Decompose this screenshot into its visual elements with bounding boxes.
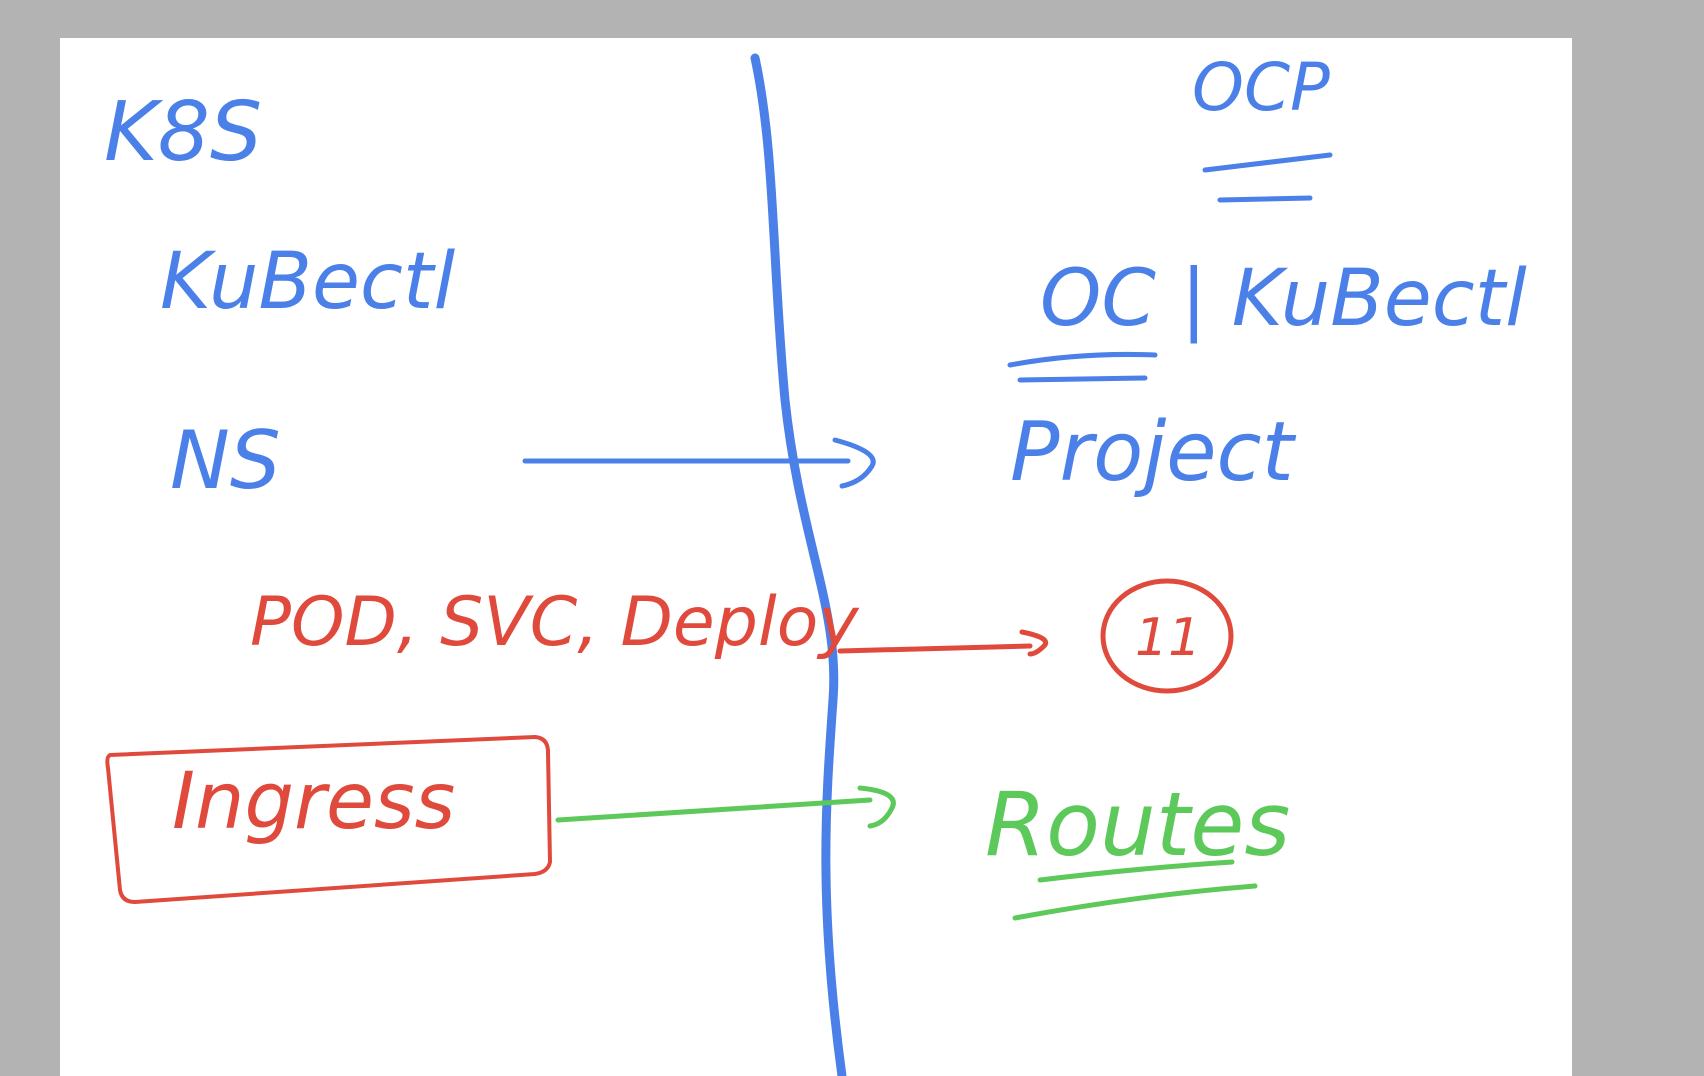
ocp-underline <box>1202 152 1333 203</box>
ingress-box <box>105 735 552 904</box>
ocp-heading: OCP <box>1192 49 1330 126</box>
ingress-to-routes-arrow <box>555 785 896 829</box>
ns-label: NS <box>170 414 281 507</box>
k8s-heading: K8S <box>104 85 262 180</box>
ditto-mark: 11 <box>1135 608 1201 668</box>
routes-label: Routes <box>985 773 1290 876</box>
k8s-resources-label: POD, SVC, Deploy <box>250 583 859 662</box>
project-label: Project <box>1010 405 1297 500</box>
kubectl-label-left: KuBectl <box>160 237 455 327</box>
ditto-circle <box>1100 578 1234 694</box>
ns-to-project-arrow <box>522 437 876 489</box>
oc-kubectl-label: OC | KuBectl <box>1040 254 1527 344</box>
routes-underline <box>1012 859 1258 921</box>
oc-underline <box>1007 351 1158 383</box>
vertical-divider-line <box>750 53 847 1076</box>
ingress-label: Ingress <box>172 757 455 847</box>
resources-arrow <box>837 629 1049 657</box>
